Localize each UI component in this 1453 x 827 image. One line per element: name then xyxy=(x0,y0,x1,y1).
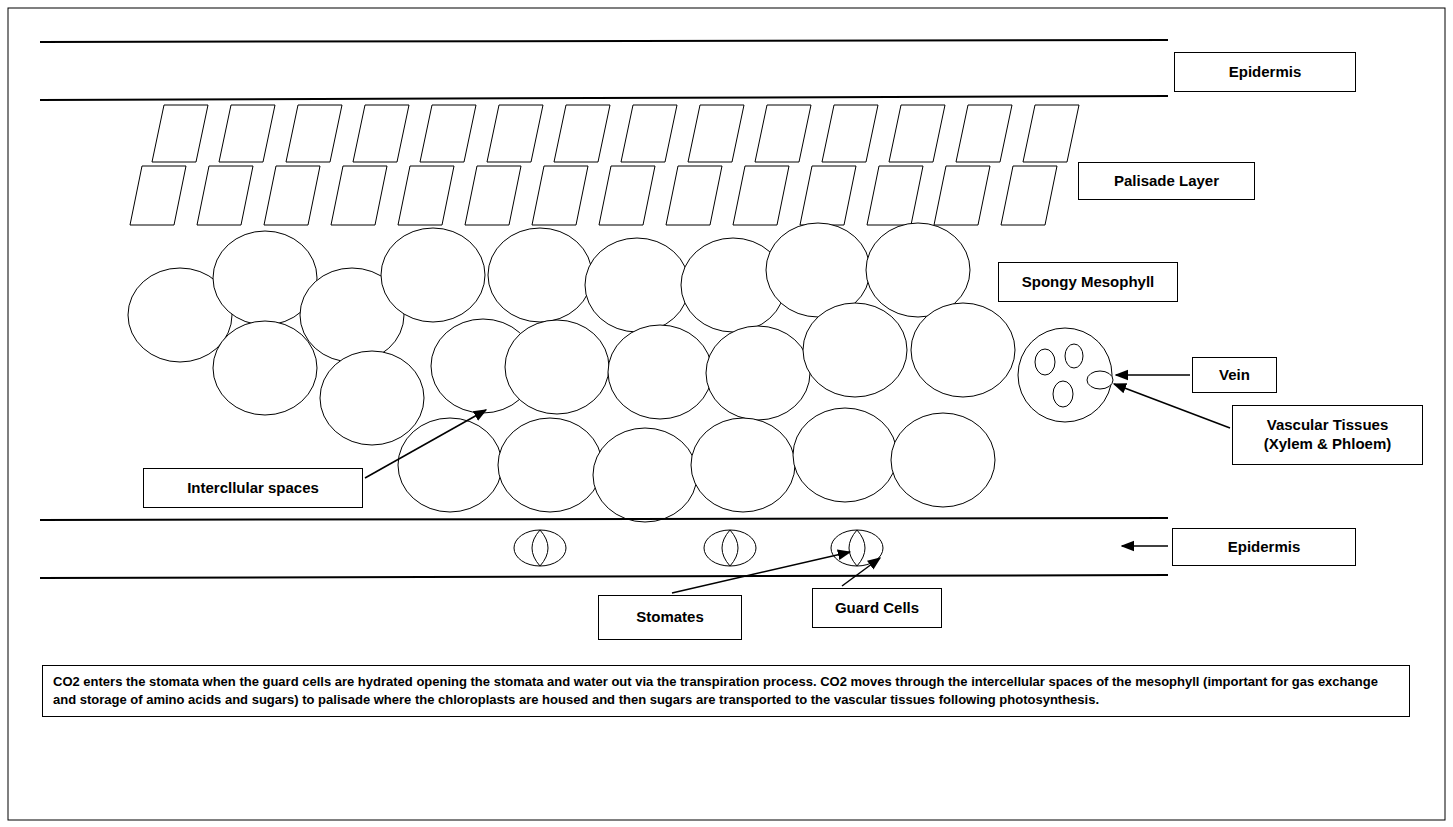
part-label: Epidermis xyxy=(1228,538,1301,557)
palisade-cell xyxy=(599,166,655,225)
palisade-cell xyxy=(688,105,744,162)
palisade-cell xyxy=(621,105,677,162)
spongy-cell xyxy=(608,325,712,419)
spongy-cell xyxy=(498,418,602,512)
epidermis-line xyxy=(40,518,1168,520)
leader-lines xyxy=(365,375,1230,593)
stoma xyxy=(704,530,756,566)
label-box: Palisade Layer xyxy=(1078,162,1255,200)
epidermis-line xyxy=(40,575,1168,578)
palisade-cell xyxy=(465,166,521,225)
epidermis-line xyxy=(40,40,1168,42)
palisade-cell xyxy=(666,166,722,225)
spongy-cell xyxy=(505,320,609,414)
palisade-cell xyxy=(264,166,320,225)
caption-box: CO2 enters the stomata when the guard ce… xyxy=(42,665,1410,717)
spongy-cell xyxy=(866,223,970,317)
palisade-cell xyxy=(800,166,856,225)
part-label: Guard Cells xyxy=(835,599,919,618)
part-label: Vein xyxy=(1219,366,1250,385)
label-box: Spongy Mesophyll xyxy=(998,262,1178,302)
spongy-cell xyxy=(213,321,317,415)
palisade-cell xyxy=(219,105,275,162)
palisade-cell xyxy=(398,166,454,225)
stoma xyxy=(514,530,566,566)
spongy-cell xyxy=(706,326,810,420)
label-box: Epidermis xyxy=(1174,52,1356,92)
palisade-cell xyxy=(130,166,186,225)
palisade-cell xyxy=(733,166,789,225)
spongy-cell xyxy=(891,413,995,507)
palisade-cell xyxy=(532,166,588,225)
palisade-cell xyxy=(1023,105,1079,162)
epidermis-line xyxy=(40,96,1168,100)
palisade-cell xyxy=(867,166,923,225)
spongy-cells xyxy=(128,223,1015,522)
palisade-cell xyxy=(197,166,253,225)
palisade-cell xyxy=(956,105,1012,162)
palisade-cell xyxy=(755,105,811,162)
palisade-cell xyxy=(331,166,387,225)
label-box: Intercllular spaces xyxy=(143,468,363,508)
label-box: Epidermis xyxy=(1172,528,1356,566)
palisade-cell xyxy=(1001,166,1057,225)
palisade-cell xyxy=(554,105,610,162)
label-box: Vascular Tissues (Xylem & Phloem) xyxy=(1232,405,1423,465)
palisade-cell xyxy=(487,105,543,162)
palisade-cell xyxy=(286,105,342,162)
spongy-cell xyxy=(320,351,424,445)
spongy-cell xyxy=(593,428,697,522)
spongy-cell xyxy=(803,303,907,397)
spongy-cell xyxy=(911,303,1015,397)
spongy-cell xyxy=(585,238,689,332)
part-label: Palisade Layer xyxy=(1114,172,1219,191)
stoma xyxy=(831,530,883,566)
palisade-cell xyxy=(889,105,945,162)
vein-symbol xyxy=(1018,328,1113,422)
palisade-cells xyxy=(130,105,1079,225)
part-label: Vascular Tissues (Xylem & Phloem) xyxy=(1253,416,1402,454)
part-label: Stomates xyxy=(636,608,704,627)
palisade-cell xyxy=(353,105,409,162)
palisade-cell xyxy=(934,166,990,225)
label-box: Stomates xyxy=(598,595,742,640)
spongy-cell xyxy=(488,228,592,322)
label-box: Vein xyxy=(1192,357,1277,393)
spongy-cell xyxy=(793,408,897,502)
palisade-cell xyxy=(152,105,208,162)
part-label: Spongy Mesophyll xyxy=(1022,273,1155,292)
part-label: Epidermis xyxy=(1229,63,1302,82)
label-box: Guard Cells xyxy=(812,588,942,628)
part-label: Intercllular spaces xyxy=(187,479,319,498)
palisade-cell xyxy=(420,105,476,162)
spongy-cell xyxy=(691,418,795,512)
spongy-cell xyxy=(398,418,502,512)
palisade-cell xyxy=(822,105,878,162)
spongy-cell xyxy=(381,228,485,322)
outer-frame xyxy=(8,8,1445,820)
stomata-symbols xyxy=(514,530,883,566)
